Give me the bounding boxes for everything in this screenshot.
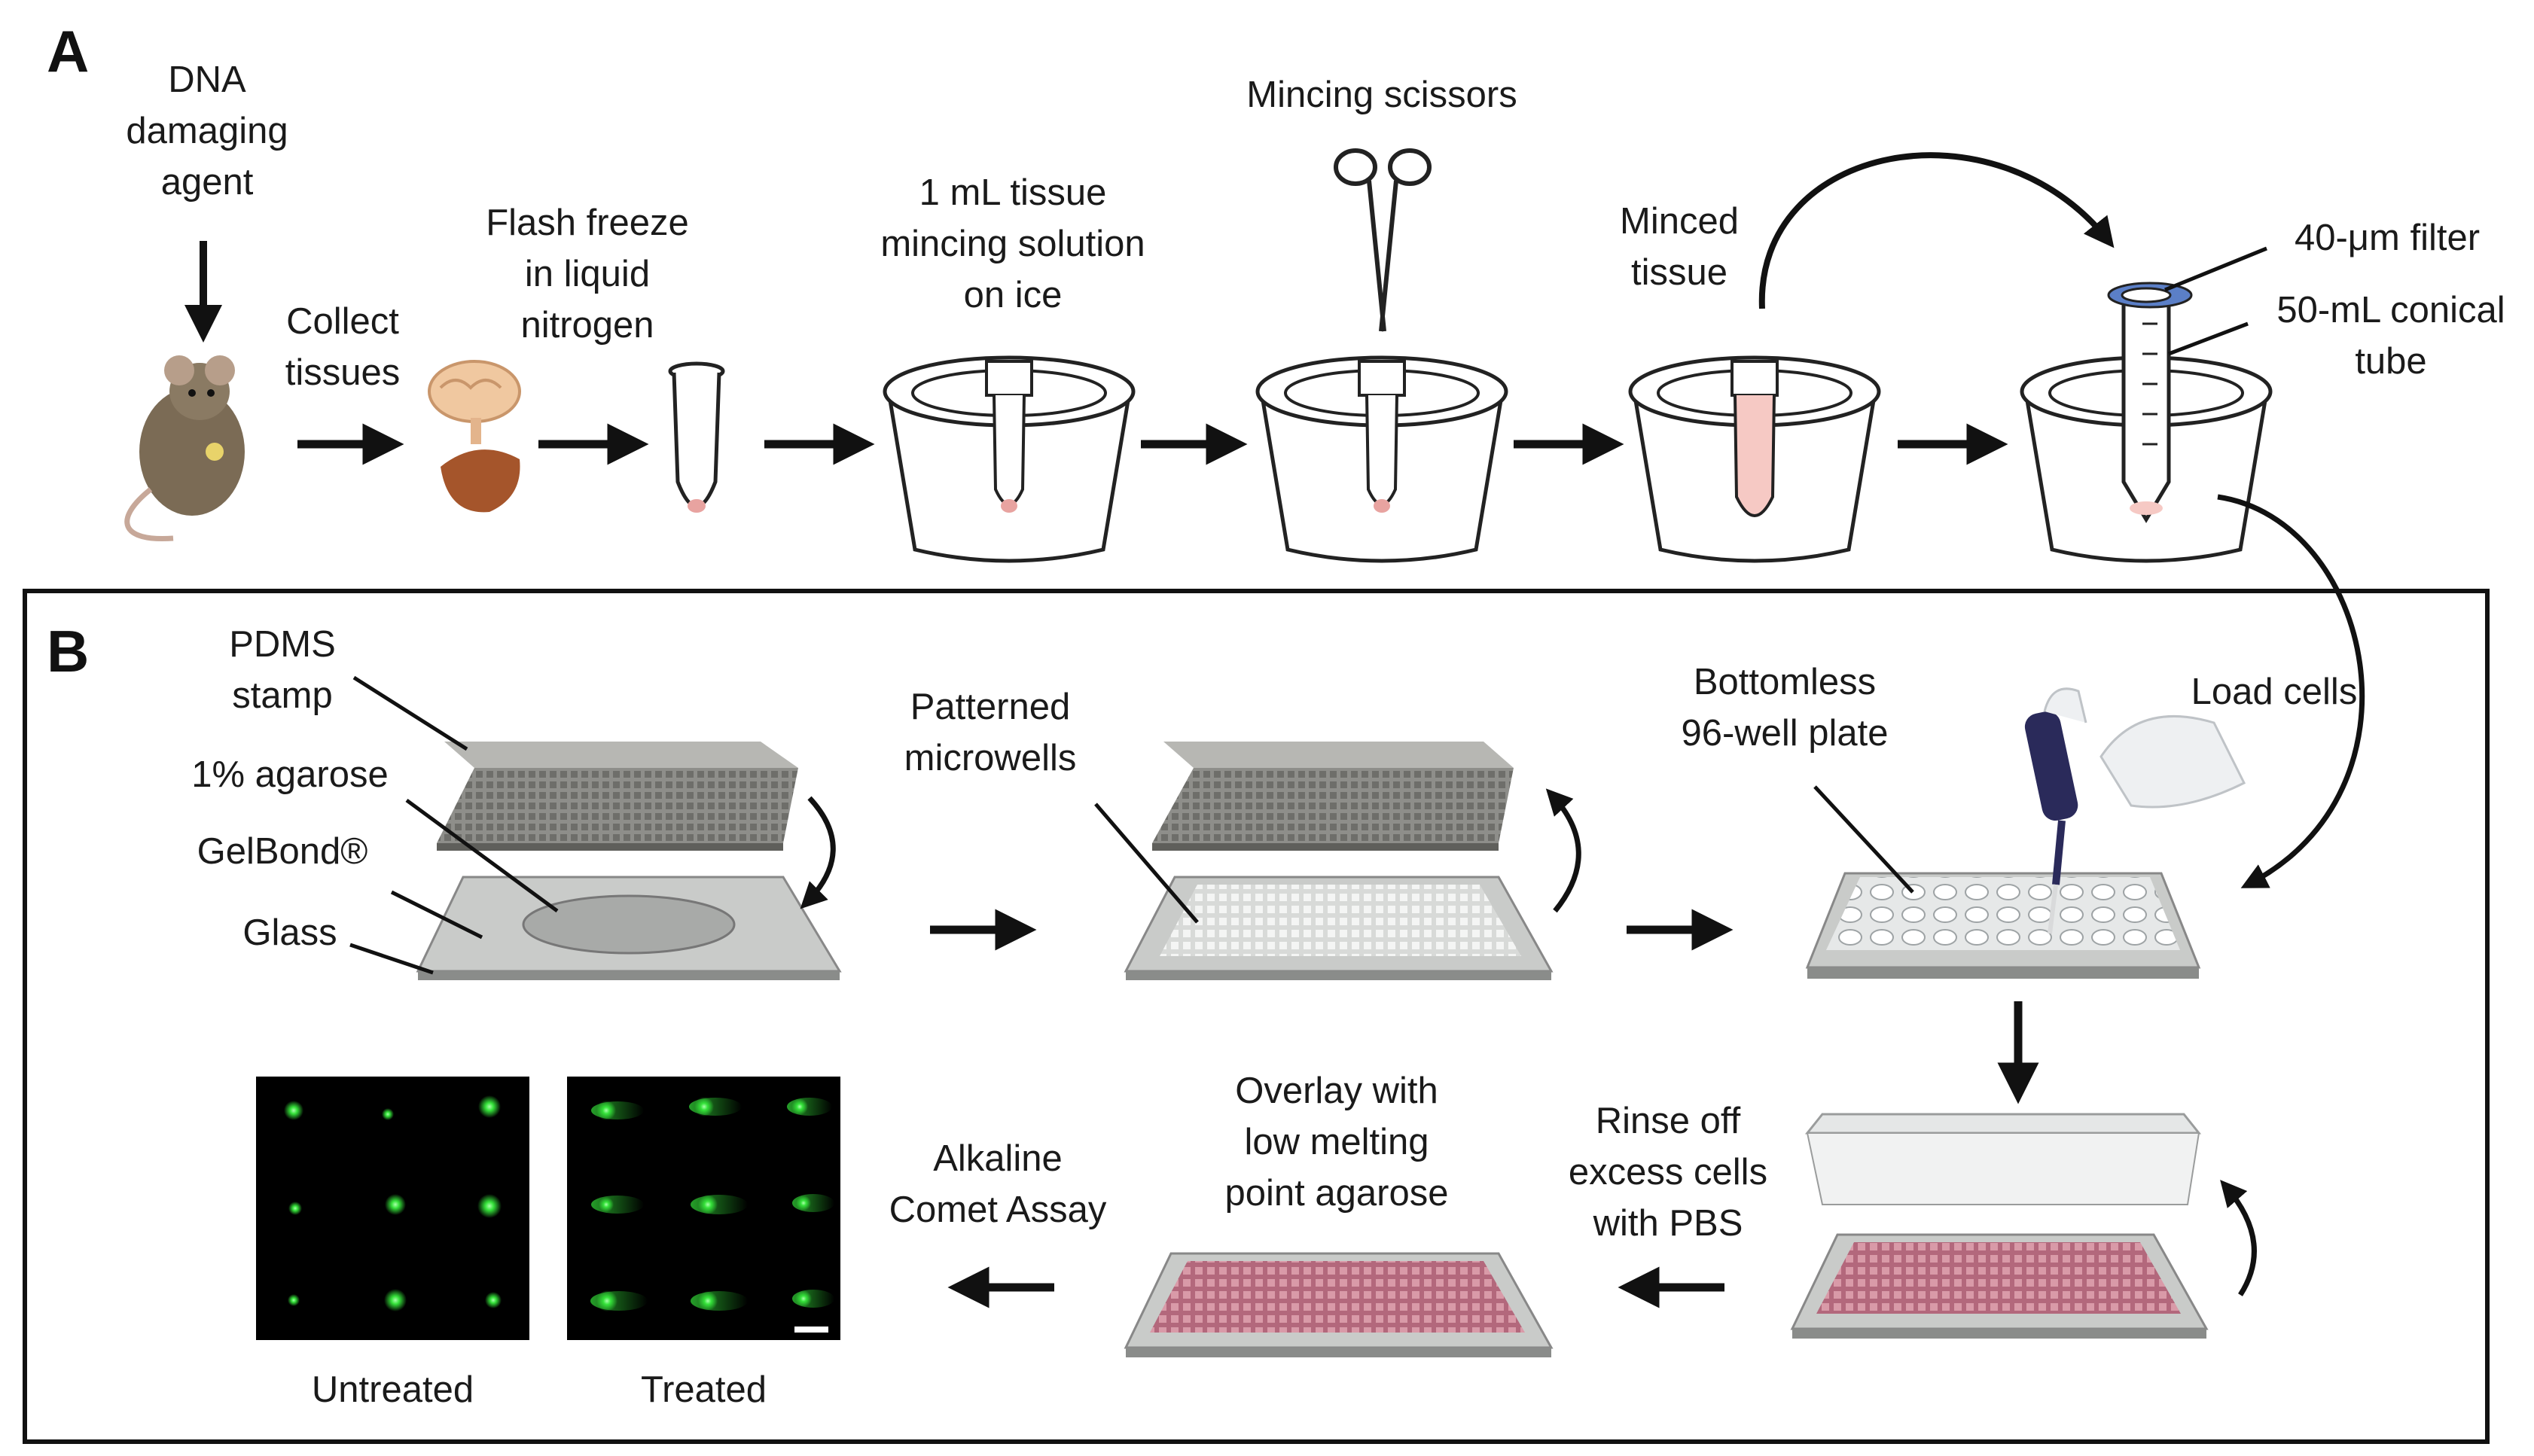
label-pdms-stamp: PDMS stamp — [229, 624, 336, 716]
label-untreated: Untreated — [311, 1369, 474, 1410]
label-mincing-scissors: Mincing scissors — [1246, 75, 1517, 115]
well-plate-96 — [1805, 872, 2201, 979]
ice-bucket-icon — [883, 355, 2273, 563]
lift-arrow — [1545, 788, 1581, 913]
label-treated: Treated — [640, 1369, 767, 1410]
label-conical-tube: 50-mL conical tube — [2276, 290, 2505, 382]
untreated-image — [256, 1077, 529, 1340]
label-flash-freeze: Flash freeze in liquid nitrogen — [486, 203, 689, 346]
curved-arrow-side — [2217, 494, 2365, 888]
agarose-drop — [522, 894, 736, 955]
pdms-stamp-1 — [437, 742, 798, 851]
label-glass: Glass — [242, 912, 337, 953]
treated-image — [567, 1077, 840, 1340]
plate-pointer — [1813, 785, 1914, 894]
agarose-pointer — [405, 798, 559, 913]
curved-arrow-top — [1758, 152, 2115, 309]
remove-arrow — [2220, 1180, 2257, 1296]
microwells-pointer — [1094, 803, 1199, 924]
label-96-well-plate: Bottomless 96-well plate — [1681, 662, 1889, 754]
filter-pointer — [2164, 246, 2267, 292]
label-overlay: Overlay with low melting point agarose — [1224, 1071, 1449, 1214]
panel-label-b: B — [47, 618, 90, 684]
label-dna-agent: DNA damaging agent — [126, 59, 288, 203]
panel-label-a: A — [47, 18, 90, 84]
label-agarose: 1% agarose — [191, 754, 389, 795]
gelbond-pointer — [390, 890, 483, 940]
cell-slide-2 — [1124, 1252, 1554, 1357]
plate-lifted — [1804, 1113, 2202, 1205]
glass-slide-1 — [416, 876, 842, 980]
pipette-icon — [2024, 687, 2246, 934]
press-arrow — [800, 796, 836, 909]
panel-b-frame — [23, 589, 2490, 1444]
microcentrifuge-tube-icon — [668, 361, 725, 513]
pdms-pointer — [352, 675, 468, 751]
glass-pointer — [349, 943, 434, 975]
label-microwells: Patterned microwells — [904, 687, 1077, 778]
liver-icon — [441, 449, 520, 513]
label-rinse: Rinse off excess cells with PBS — [1568, 1101, 1768, 1244]
pdms-stamp-2 — [1152, 742, 1514, 851]
label-mincing-solution: 1 mL tissue mincing solution on ice — [880, 172, 1145, 315]
tube-pointer — [2168, 321, 2249, 356]
label-comet-assay: Alkaline Comet Assay — [889, 1138, 1107, 1230]
mouse-icon — [124, 355, 245, 542]
scale-bar — [794, 1327, 828, 1333]
brain-icon — [428, 360, 521, 444]
label-filter: 40-μm filter — [2294, 218, 2481, 258]
label-load-cells: Load cells — [2191, 672, 2358, 712]
label-gelbond: GelBond® — [197, 831, 368, 872]
cell-slide-1 — [1790, 1233, 2209, 1339]
label-collect-tissues: Collect tissues — [285, 301, 401, 393]
scissors-icon — [1334, 148, 1432, 332]
microwell-slide — [1124, 876, 1554, 980]
label-minced-tissue: Minced tissue — [1620, 201, 1739, 293]
